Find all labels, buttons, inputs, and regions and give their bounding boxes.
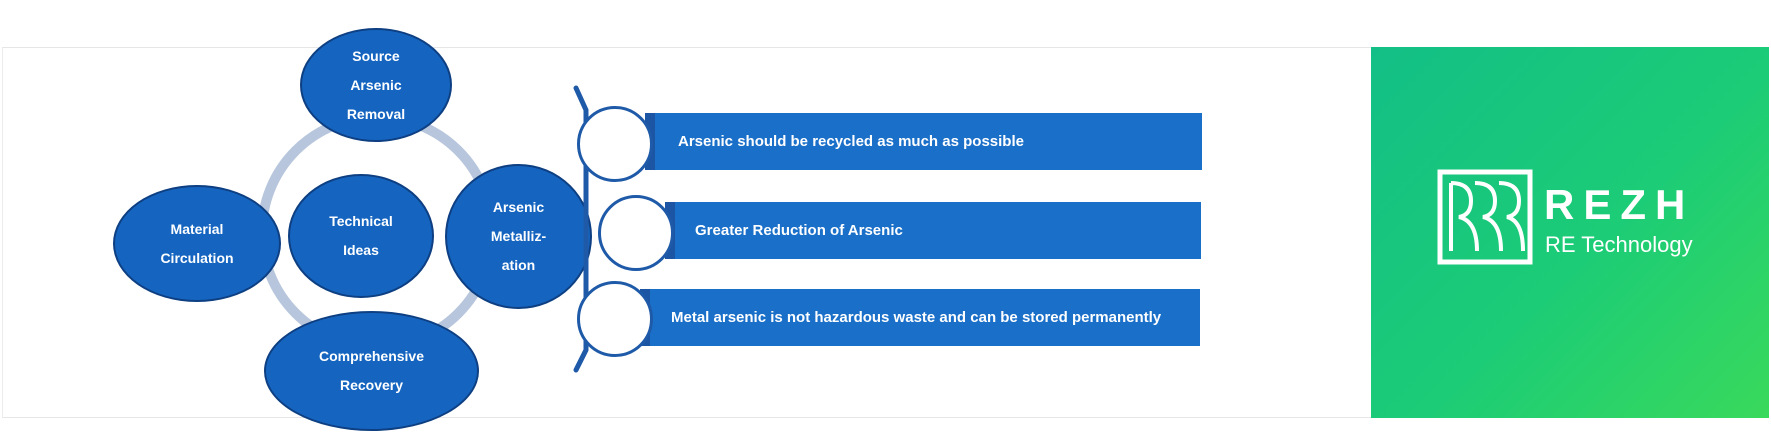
content-frame — [2, 47, 1769, 418]
point-3-text: Metal arsenic is not hazardous waste and… — [671, 309, 1162, 326]
logo-panel: REZH RE Technology — [1371, 47, 1769, 418]
point-1-text: Arsenic should be recycled as much as po… — [678, 133, 1024, 150]
cycle-node-technical-ideas: Technical Ideas — [288, 174, 434, 298]
cycle-node-comprehensive-recovery: Comprehensive Recovery — [264, 311, 479, 431]
point-2-bar: Greater Reduction of Arsenic — [675, 202, 1201, 259]
point-3-node — [577, 281, 653, 357]
point-2-text: Greater Reduction of Arsenic — [695, 222, 903, 239]
point-1-node — [577, 106, 653, 182]
timeline-line — [573, 85, 589, 373]
cycle-node-arsenic-metallization: Arsenic Metalliz- ation — [445, 164, 592, 309]
point-1-bar: Arsenic should be recycled as much as po… — [655, 113, 1202, 170]
rezh-logo-icon — [1437, 169, 1533, 265]
logo-name: REZH — [1544, 181, 1695, 228]
point-3-bar: Metal arsenic is not hazardous waste and… — [650, 289, 1200, 346]
logo-subtitle: RE Technology — [1545, 232, 1693, 257]
point-2-node — [598, 195, 674, 271]
cycle-node-material-circulation: Material Circulation — [113, 185, 281, 302]
cycle-node-source-arsenic-removal: Source Arsenic Removal — [300, 28, 452, 142]
